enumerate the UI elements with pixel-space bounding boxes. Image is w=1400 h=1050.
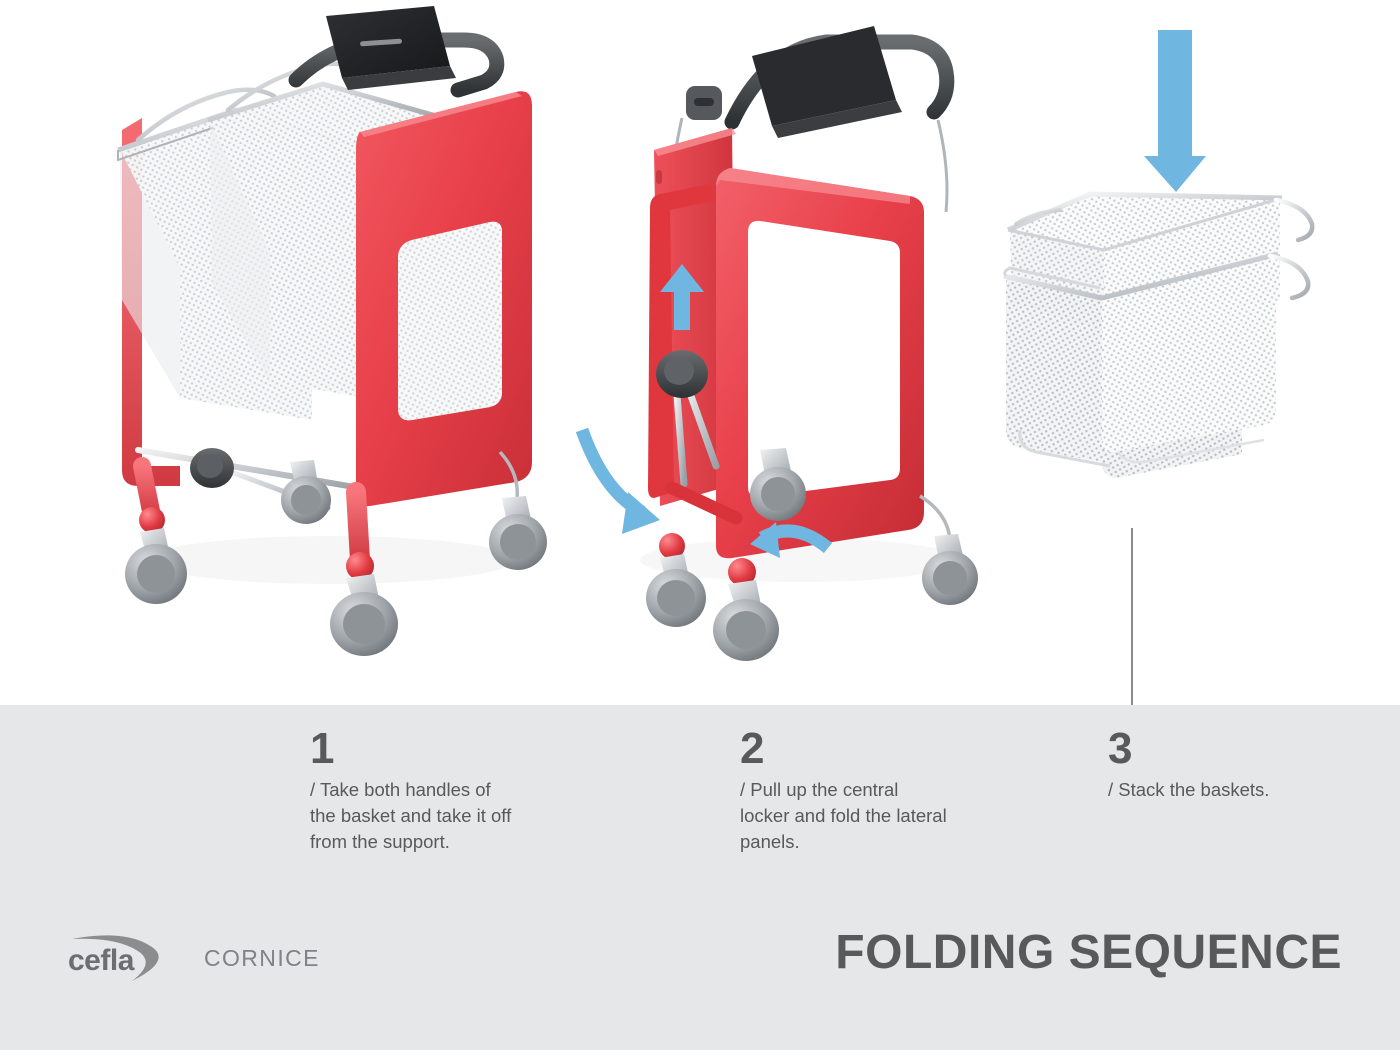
rear-red-frame bbox=[648, 184, 718, 498]
stacked-mesh-baskets-svg bbox=[1003, 30, 1315, 478]
basket-handle-wire bbox=[1267, 253, 1311, 301]
brand-product-line: CORNICE bbox=[204, 944, 320, 971]
curved-arrow-left-panel bbox=[575, 427, 660, 534]
step-slash-1: / bbox=[310, 778, 316, 800]
tablet-holder-icon bbox=[326, 6, 456, 90]
step-2-illustration bbox=[575, 0, 1010, 705]
step-body-3: Stack the baskets. bbox=[1118, 778, 1270, 800]
leader-line-step-3 bbox=[1131, 528, 1133, 728]
basket-handle-wire bbox=[1273, 197, 1315, 243]
cefla-swoosh-icon bbox=[72, 935, 159, 981]
caster-front-left bbox=[125, 507, 187, 604]
step-caption-2: 2 / Pull up the central locker and fold … bbox=[740, 724, 1000, 856]
tablet-holder-icon bbox=[752, 26, 896, 126]
central-locker-mechanism bbox=[656, 350, 720, 488]
caster-far-right bbox=[922, 534, 978, 605]
step-slash-3: / bbox=[1108, 778, 1114, 800]
handlebar-with-tablet-holder bbox=[288, 6, 505, 98]
brand-name: cefla bbox=[68, 944, 134, 977]
step-slash-2: / bbox=[740, 778, 746, 800]
step-caption-3: 3 / Stack the baskets. bbox=[1108, 724, 1388, 803]
caster-center bbox=[713, 558, 779, 661]
floor-shadow bbox=[145, 536, 515, 584]
caster-rear-right bbox=[489, 496, 547, 570]
step-text-2: / Pull up the central locker and fold th… bbox=[740, 777, 1000, 856]
step-captions: 1 / Take both handles of the basket and … bbox=[0, 705, 1400, 905]
caster-mid-right bbox=[750, 448, 806, 521]
up-arrow-central-locker bbox=[660, 264, 704, 330]
step-number-1: 1 bbox=[310, 724, 334, 773]
caster-left bbox=[646, 533, 706, 627]
trolley-with-two-baskets-svg bbox=[117, 6, 547, 656]
cefla-logo: cefla bbox=[60, 927, 180, 989]
handlebar-with-tablet-holder bbox=[670, 26, 955, 213]
footer: cefla CORNICE FOLDING SEQUENCE bbox=[0, 905, 1400, 1050]
caster-wheels bbox=[125, 460, 547, 656]
render-stage bbox=[60, 0, 1400, 728]
step-number-3: 3 bbox=[1108, 724, 1132, 773]
step-caption-1: 1 / Take both handles of the basket and … bbox=[310, 724, 570, 856]
caption-band bbox=[0, 705, 1400, 1050]
central-locker-knob bbox=[190, 448, 234, 488]
main-red-frame bbox=[716, 168, 924, 559]
trolley-frame-folding-svg bbox=[575, 26, 978, 661]
down-arrow-stacking bbox=[1144, 30, 1206, 192]
lower-cross-bar bbox=[665, 481, 743, 525]
step-number-2: 2 bbox=[740, 724, 764, 773]
page-title: FOLDING SEQUENCE bbox=[835, 926, 1342, 979]
step-text-1: / Take both handles of the basket and ta… bbox=[310, 777, 570, 856]
left-folding-panel bbox=[654, 128, 736, 506]
caster-front-center bbox=[330, 552, 398, 656]
caster-rear-center bbox=[281, 460, 331, 524]
step-body-2: Pull up the central locker and fold the … bbox=[740, 778, 947, 853]
step-1-illustration bbox=[60, 0, 580, 705]
basket-lower bbox=[1003, 251, 1311, 478]
step-3-illustration bbox=[980, 0, 1400, 705]
brand-lockup: cefla CORNICE bbox=[60, 927, 320, 989]
step-text-3: / Stack the baskets. bbox=[1108, 777, 1388, 803]
front-red-panel bbox=[356, 91, 532, 507]
caster-wheels bbox=[646, 448, 978, 661]
step-body-1: Take both handles of the basket and take… bbox=[310, 778, 512, 853]
curved-arrow-right-panel bbox=[750, 522, 833, 558]
